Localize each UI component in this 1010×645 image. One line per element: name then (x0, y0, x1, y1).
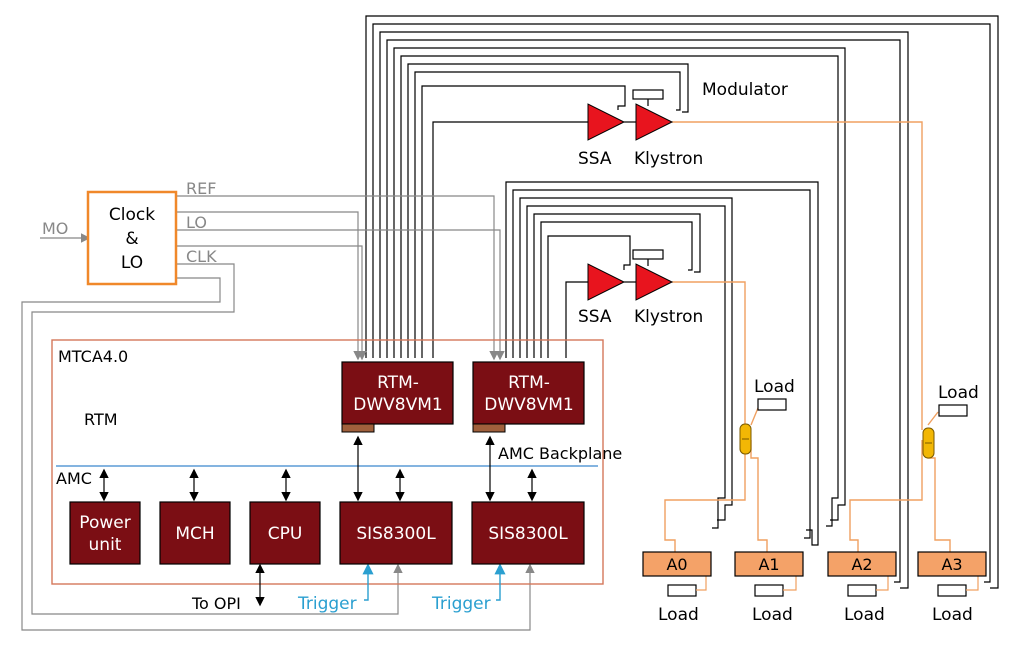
amc-backplane-label: AMC Backplane (498, 444, 622, 463)
clock-lo-box: Clock & LO (86, 190, 178, 286)
load-label-a1: Load (752, 605, 793, 625)
cavity-a0: A0 (642, 551, 712, 577)
ssa-label-1: SSA (578, 149, 612, 169)
load-label-a2: Load (844, 605, 885, 625)
cavity-a1: A1 (734, 551, 804, 577)
clock-signal-lines (21, 195, 535, 631)
ssa-label-2: SSA (578, 307, 612, 327)
cavity-a3: A3 (917, 551, 987, 577)
trigger-lines (362, 563, 506, 601)
rtm-module-2: RTM- DWV8VM1 (472, 361, 585, 433)
load-label-a3-coupler: Load (938, 383, 979, 403)
lo-label: LO (186, 213, 207, 232)
klystron-label-2: Klystron (634, 307, 703, 327)
mch-label: MCH (175, 524, 214, 544)
rtm-2-label-line1: RTM- (508, 373, 550, 393)
cpu-label: CPU (268, 524, 303, 544)
mo-label: MO (42, 219, 68, 238)
ref-label: REF (186, 179, 216, 198)
cavity-a2: A2 (827, 551, 897, 577)
to-opi-label: To OPI (191, 594, 241, 613)
rtm-module-1: RTM- DWV8VM1 (341, 361, 454, 433)
lo-box-label: LO (121, 253, 143, 273)
rtm-label: RTM (84, 410, 118, 429)
backplane-arrows (99, 435, 537, 607)
sis8300l-module-1: SIS8300L (339, 501, 453, 565)
sis-2-label: SIS8300L (488, 524, 568, 544)
trigger-label-2: Trigger (431, 594, 491, 614)
klystron-label-1: Klystron (634, 149, 703, 169)
klystron-amplifier-2 (635, 263, 674, 301)
mch-module: MCH (159, 501, 231, 565)
load-box-a2 (847, 584, 877, 597)
load-box-a1 (754, 584, 784, 597)
load-label-a1-coupler: Load (754, 377, 795, 397)
power-label-line1: Power (79, 513, 130, 533)
cavity-a1-label: A1 (758, 555, 779, 574)
ssa-amplifier-1 (587, 103, 626, 141)
clk-label: CLK (186, 247, 217, 266)
load-label-a3: Load (932, 605, 973, 625)
rtm-1-label-line1: RTM- (377, 373, 419, 393)
ampersand-label: & (125, 229, 138, 249)
cavity-a2-label: A2 (851, 555, 872, 574)
load-box-a3 (937, 584, 967, 597)
rtm2-cable-bundle (505, 181, 819, 546)
rtm1-cable-bundle (365, 15, 999, 589)
crate-title: MTCA4.0 (58, 347, 128, 366)
modulator-label: Modulator (702, 80, 788, 100)
cavity-a0-label: A0 (666, 555, 687, 574)
cavity-a3-label: A3 (941, 555, 962, 574)
waveguide-lines (664, 121, 951, 552)
power-unit-module: Power unit (69, 501, 141, 565)
load-box-a3-coupler (938, 404, 968, 417)
sis8300l-module-2: SIS8300L (471, 501, 585, 565)
ssa-amplifier-2 (587, 263, 626, 301)
cpu-module: CPU (249, 501, 321, 565)
load-label-a0: Load (658, 605, 699, 625)
mtca-crate-frame (51, 339, 604, 585)
modulator-box-1 (632, 89, 664, 266)
amc-label: AMC (56, 469, 92, 488)
rtm-1-label-line2: DWV8VM1 (353, 395, 442, 415)
sis-1-label: SIS8300L (356, 524, 436, 544)
power-label-line2: unit (89, 535, 122, 555)
load-box-a0 (667, 584, 697, 597)
trigger-label-1: Trigger (297, 594, 357, 614)
klystron-amplifier-1 (635, 103, 674, 141)
clock-label: Clock (109, 205, 155, 225)
rtm-2-label-line2: DWV8VM1 (484, 395, 573, 415)
load-box-a1-coupler (757, 398, 787, 411)
coupler-icons (739, 423, 935, 459)
